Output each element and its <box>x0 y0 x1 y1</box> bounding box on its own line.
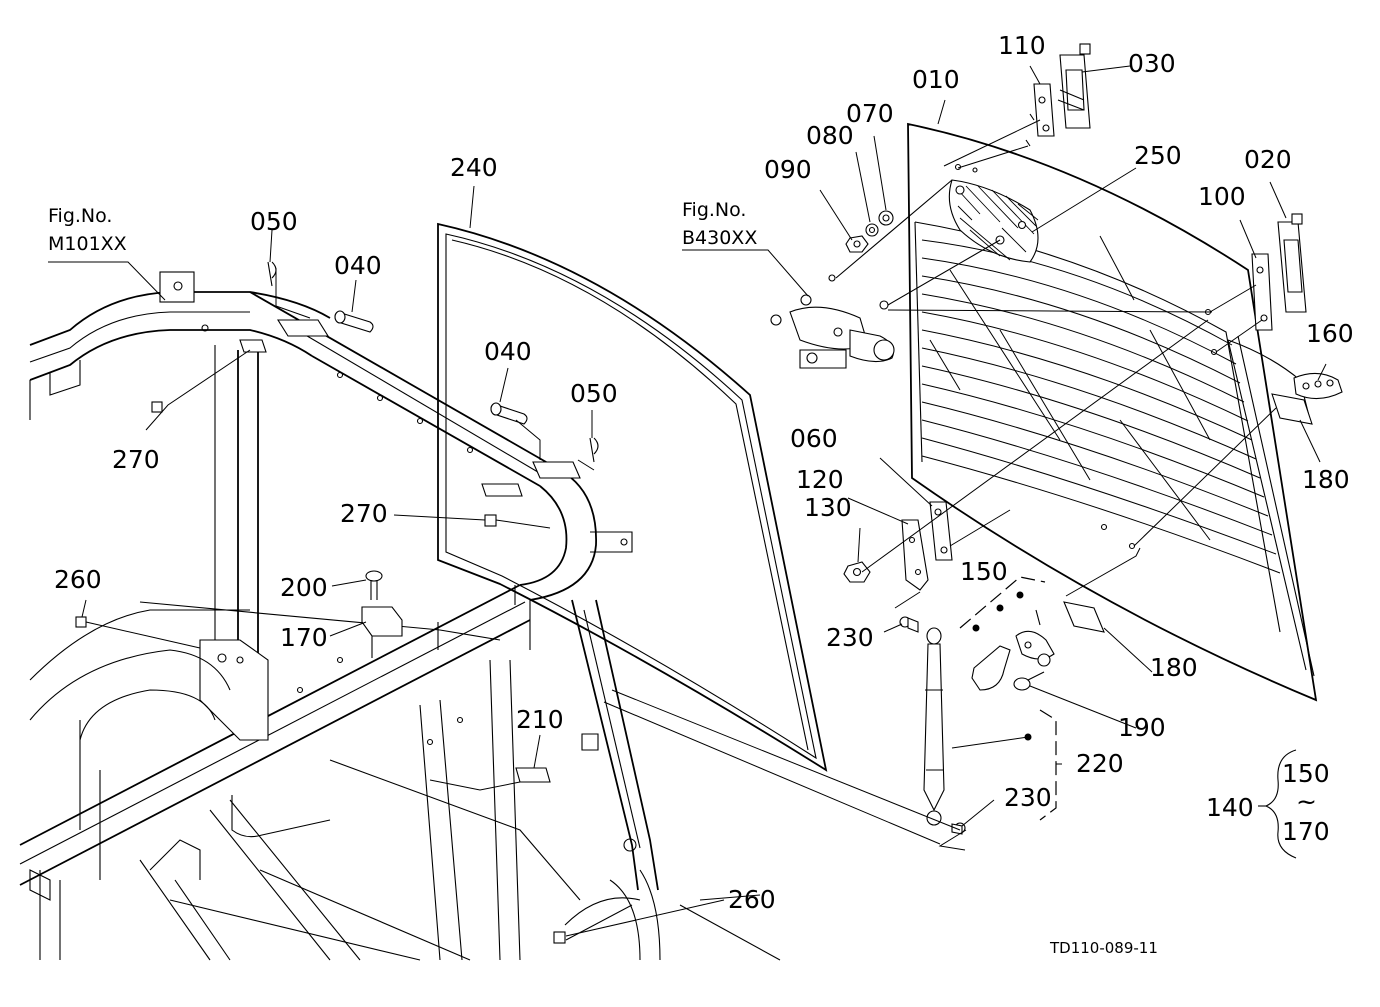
wiper-motor <box>770 179 1001 369</box>
part-label: 080 <box>806 121 854 150</box>
part-label: 250 <box>1134 141 1182 170</box>
bracket-210 <box>515 767 551 783</box>
part-label: 060 <box>790 424 838 453</box>
part-label: 100 <box>1198 182 1246 211</box>
part-label: 070 <box>846 99 894 128</box>
part-label: 270 <box>112 445 160 474</box>
fig-ref-2-code: B430XX <box>682 227 757 249</box>
part-label: 120 <box>796 465 844 494</box>
frame-holes <box>201 324 474 746</box>
part-label: 040 <box>484 337 532 366</box>
part-label: 010 <box>912 65 960 94</box>
part-label: 230 <box>1004 783 1052 812</box>
hinge-100 <box>1251 253 1273 331</box>
hinge-020 <box>1277 213 1307 313</box>
part-label: 030 <box>1128 49 1176 78</box>
part-label: 150 <box>960 557 1008 586</box>
part-label: 180 <box>1302 465 1350 494</box>
wiper-pad-250 <box>948 179 1039 263</box>
figure-references: Fig.No. M101XX Fig.No. B430XX <box>48 199 757 255</box>
bolt-200 <box>365 570 383 600</box>
drawing-code: TD110-089-11 <box>1049 939 1158 957</box>
part-label: 260 <box>54 565 102 594</box>
rubber-block-270-a <box>151 401 163 413</box>
nut-090 <box>845 235 869 253</box>
plate-180-lower <box>1063 601 1105 633</box>
part-label: 040 <box>334 251 382 280</box>
ball-stud-230-upper <box>899 616 919 633</box>
hinge-110 <box>1025 83 1055 147</box>
part-label: 260 <box>728 885 776 914</box>
part-label: 170 <box>1282 817 1330 846</box>
rubber-block-270-b <box>484 514 497 527</box>
fig-ref-1-code: M101XX <box>48 233 127 255</box>
part-label: 200 <box>280 573 328 602</box>
part-label: 110 <box>998 31 1046 60</box>
post-base-bracket <box>199 639 269 741</box>
part-label: 090 <box>764 155 812 184</box>
hinge-030 <box>1057 43 1091 129</box>
part-number-labels: 010 020 030 040 040 050 050 060 070 080 … <box>54 31 1354 914</box>
latch-bracket-060 <box>929 501 953 561</box>
part-label: 220 <box>1076 749 1124 778</box>
part-label: 180 <box>1150 653 1198 682</box>
part-label: 230 <box>826 623 874 652</box>
front-hinge-bracket <box>532 461 581 479</box>
rear-hinge-bracket <box>277 319 329 337</box>
part-label: 170 <box>280 623 328 652</box>
r-clip-rear <box>267 261 277 287</box>
leader-lines <box>48 65 1327 941</box>
lock-150 <box>971 591 1055 691</box>
part-label: 150 <box>1282 759 1330 788</box>
range-symbol: ~ <box>1296 787 1317 816</box>
rear-glass-010 <box>907 122 1318 702</box>
striker-120 <box>901 519 929 591</box>
part-label: 270 <box>340 499 388 528</box>
part-label: 020 <box>1244 145 1292 174</box>
part-label: 050 <box>570 379 618 408</box>
roof-bracket <box>159 271 195 303</box>
gas-strut-220 <box>923 627 945 826</box>
bolt-190 <box>1013 671 1045 691</box>
fig-ref-1-label: Fig.No. <box>48 205 112 227</box>
defroster-lines <box>921 239 1281 574</box>
rubber-block-260-b <box>553 931 566 944</box>
part-label: 210 <box>516 705 564 734</box>
plate-180-upper <box>1271 393 1313 425</box>
window-seal-240 <box>437 222 828 772</box>
part-label: 140 <box>1206 793 1254 822</box>
hinge-pin-front <box>490 402 528 425</box>
fig-ref-2-label: Fig.No. <box>682 199 746 221</box>
part-label: 050 <box>250 207 298 236</box>
part-label: 240 <box>450 153 498 182</box>
washer-080 <box>865 223 879 237</box>
striker-bracket-170 <box>361 606 403 637</box>
lock-assembly-150-outline <box>959 576 1046 629</box>
part-label: 160 <box>1306 319 1354 348</box>
part-label: 130 <box>804 493 852 522</box>
rubber-block-260-a <box>75 616 87 628</box>
cab-frame <box>19 271 781 961</box>
washer-070 <box>878 210 894 226</box>
nut-130 <box>843 561 871 583</box>
hinge-pin-rear <box>334 310 374 333</box>
stopper-160 <box>1293 372 1343 400</box>
r-clip-front <box>589 437 599 463</box>
part-label: 190 <box>1118 713 1166 742</box>
